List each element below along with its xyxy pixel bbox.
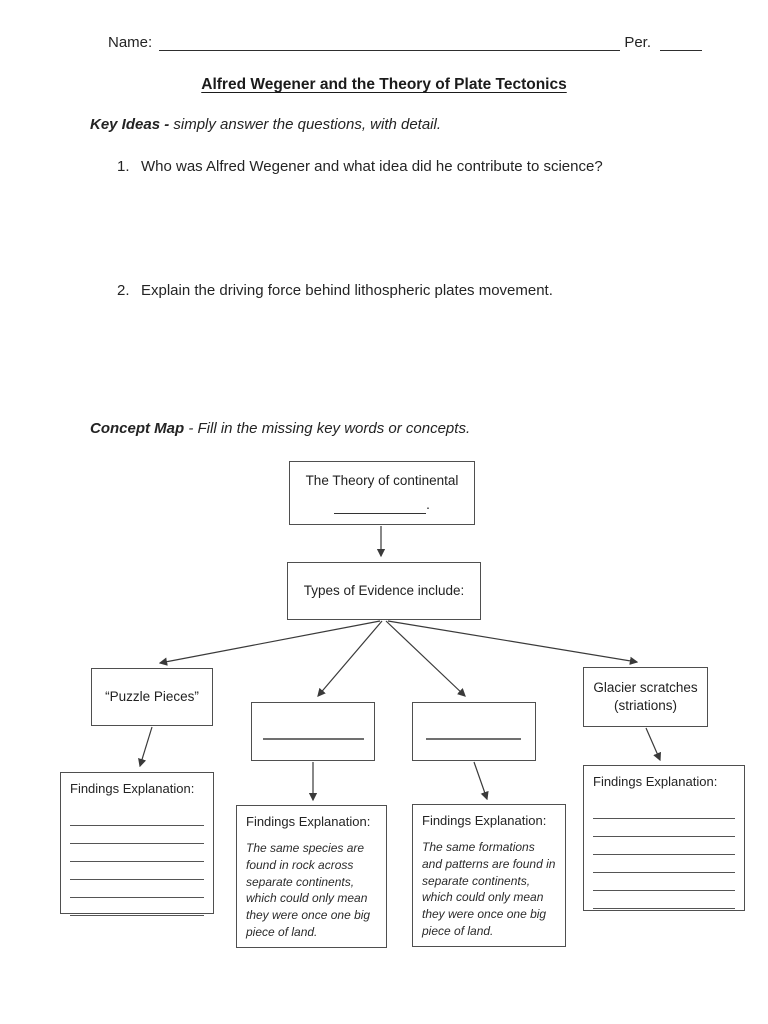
write-line — [593, 873, 735, 891]
evidence-blank-box-2 — [412, 702, 536, 761]
formations-finding-text: The same formations and patterns are fou… — [422, 840, 556, 938]
glacier-scratches-box: Glacier scratches (striations) — [583, 667, 708, 727]
write-line — [593, 819, 735, 837]
connector-arrow — [473, 761, 489, 801]
findings-ruled-lines — [70, 808, 204, 916]
write-line — [70, 844, 204, 862]
connector-arrow — [138, 726, 153, 768]
key-ideas-heading: Key Ideas - simply answer the questions,… — [90, 116, 441, 133]
name-per-row: Name: Per. — [108, 34, 702, 52]
key-ideas-label: Key Ideas - — [90, 116, 170, 133]
connector-arrow — [387, 620, 639, 665]
evidence-blank-line-1 — [263, 738, 364, 740]
theory-blank-row: . — [334, 496, 430, 514]
findings-box-glacier: Findings Explanation: — [583, 765, 745, 911]
question-1-text: Who was Alfred Wegener and what idea did… — [141, 158, 603, 175]
key-ideas-instruction: simply answer the questions, with detail… — [173, 116, 442, 133]
write-line — [70, 862, 204, 880]
question-1-number: 1. — [117, 158, 130, 175]
connector-arrow — [385, 620, 466, 697]
question-1: 1. Who was Alfred Wegener and what idea … — [117, 158, 657, 175]
evidence-blank-box-1 — [251, 702, 375, 761]
puzzle-pieces-box: “Puzzle Pieces” — [91, 668, 213, 726]
name-blank-line — [159, 36, 621, 51]
write-line — [70, 898, 204, 916]
findings-box-puzzle: Findings Explanation: — [60, 772, 214, 916]
findings-box-formations: Findings Explanation: The same formation… — [412, 804, 566, 947]
theory-box: The Theory of continental . — [289, 461, 475, 525]
period-blank-line — [660, 36, 702, 51]
write-line — [593, 837, 735, 855]
findings-label: Findings Explanation: — [246, 814, 371, 829]
types-of-evidence-box: Types of Evidence include: — [287, 562, 481, 620]
connector-arrow — [645, 727, 661, 762]
question-2-text: Explain the driving force behind lithosp… — [141, 282, 553, 299]
period-label: Per. — [624, 34, 651, 51]
write-line — [70, 826, 204, 844]
findings-label: Findings Explanation: — [422, 813, 547, 828]
question-2-number: 2. — [117, 282, 130, 299]
findings-label: Findings Explanation: — [70, 781, 195, 796]
species-finding-text: The same species are found in rock acros… — [246, 841, 371, 939]
glacier-scratches-text: Glacier scratches (striations) — [593, 679, 698, 713]
evidence-blank-line-2 — [426, 738, 521, 740]
page-title: Alfred Wegener and the Theory of Plate T… — [201, 76, 567, 93]
connector-arrow — [158, 620, 381, 666]
findings-ruled-lines — [593, 801, 735, 909]
theory-box-text: The Theory of continental — [305, 473, 459, 489]
name-label: Name: — [108, 34, 153, 51]
concept-map-heading: Concept Map - Fill in the missing key wo… — [90, 420, 470, 437]
write-line — [593, 855, 735, 873]
connector-arrow — [317, 620, 383, 697]
types-box-text: Types of Evidence include: — [303, 582, 465, 598]
concept-map-label: Concept Map — [90, 420, 185, 437]
write-line — [70, 808, 204, 826]
question-2: 2. Explain the driving force behind lith… — [117, 282, 657, 299]
concept-map-instruction: - Fill in the missing key words or conce… — [188, 420, 471, 437]
write-line — [593, 891, 735, 909]
theory-blank-suffix: . — [426, 496, 430, 512]
write-line — [593, 801, 735, 819]
theory-fill-blank — [334, 501, 427, 514]
findings-label: Findings Explanation: — [593, 774, 718, 789]
findings-box-species: Findings Explanation: The same species a… — [236, 805, 387, 948]
puzzle-pieces-text: “Puzzle Pieces” — [105, 688, 199, 704]
write-line — [70, 880, 204, 898]
